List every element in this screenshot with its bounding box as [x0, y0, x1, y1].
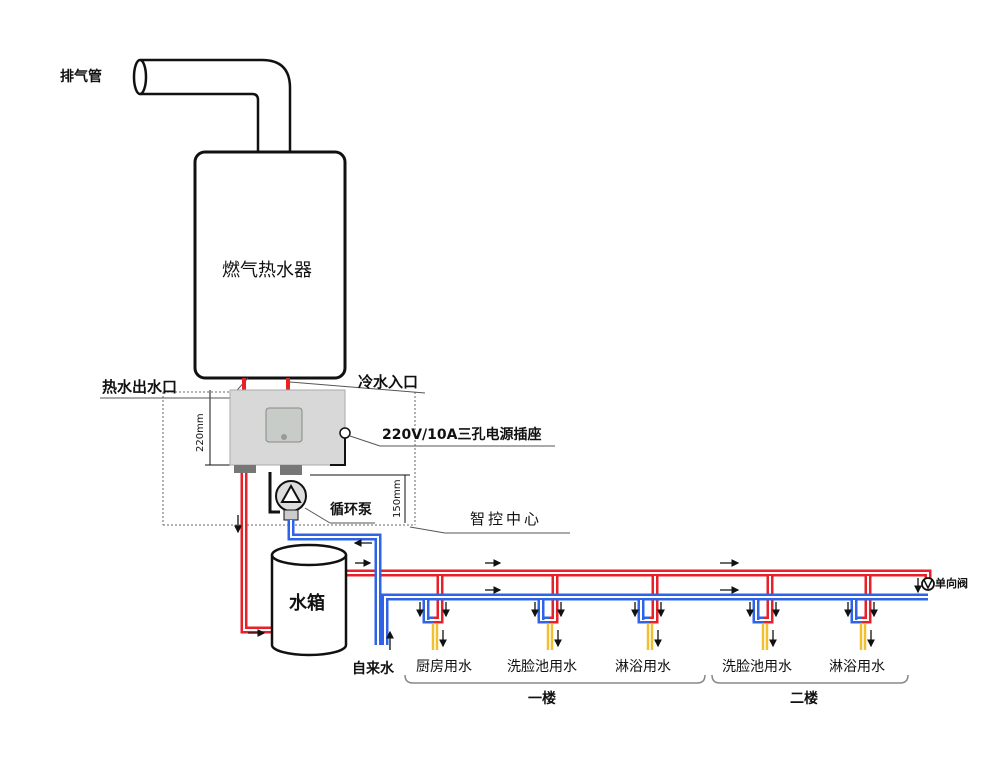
hot-branch-pipe-core	[649, 576, 656, 621]
first-floor-bracket	[404, 674, 706, 684]
tap-water-label: 自来水	[352, 661, 394, 677]
hot-branch-pipe-core	[549, 576, 556, 621]
hot-branch-pipe-core	[862, 576, 869, 621]
hot-to-tank-pipe-core	[243, 473, 272, 631]
cold-inlet-label: 冷水入口	[358, 373, 419, 391]
inlet-fitting	[280, 465, 302, 475]
exhaust-pipe-label: 排气管	[60, 69, 102, 85]
gas-water-heater	[193, 150, 347, 380]
first-floor-label: 一楼	[528, 691, 556, 707]
fixture-kitchen: 厨房用水	[416, 659, 472, 675]
socket-icon	[339, 427, 351, 439]
fixture-basin-1f: 洗脸池用水	[507, 659, 577, 675]
hot-branch-pipe-core	[764, 576, 771, 621]
dim-220-label: 220mm	[195, 413, 206, 452]
power-cable	[330, 438, 346, 466]
control-screen	[265, 407, 303, 443]
heater-label: 燃气热水器	[222, 260, 312, 281]
check-valve-label: 单向阀	[935, 577, 968, 590]
second-floor-bracket	[711, 674, 909, 684]
flow-arrows	[234, 515, 922, 650]
second-floor-label: 二楼	[790, 691, 818, 707]
cold-main-pipe-core	[384, 596, 928, 645]
fixture-shower-1f: 淋浴用水	[615, 659, 671, 675]
control-center-label: 智控中心	[470, 510, 543, 528]
hot-outlet-label: 热水出水口	[102, 378, 178, 396]
control-button	[281, 434, 287, 440]
tank-label: 水箱	[289, 593, 325, 614]
pump-symbol-icon	[280, 483, 302, 503]
pump-label: 循环泵	[330, 502, 372, 518]
fixture-basin-2f: 洗脸池用水	[722, 659, 792, 675]
dim-150-label: 150mm	[392, 479, 403, 518]
pump-cable	[268, 472, 280, 514]
pump-outlet	[283, 509, 299, 521]
hot-to-tank-pipe	[240, 473, 272, 634]
dimension-markers	[205, 390, 410, 523]
hot-branch-pipe-core	[434, 576, 441, 621]
hot-main-pipe-core	[346, 572, 929, 578]
leader-lines	[100, 377, 570, 534]
water-tank	[270, 543, 348, 657]
exhaust-pipe	[132, 58, 292, 154]
fixture-shower-2f: 淋浴用水	[829, 659, 885, 675]
power-socket-label: 220V/10A三孔电源插座	[382, 427, 542, 443]
cold-return-pipe-core	[290, 520, 379, 645]
outlet-fitting	[234, 465, 256, 473]
